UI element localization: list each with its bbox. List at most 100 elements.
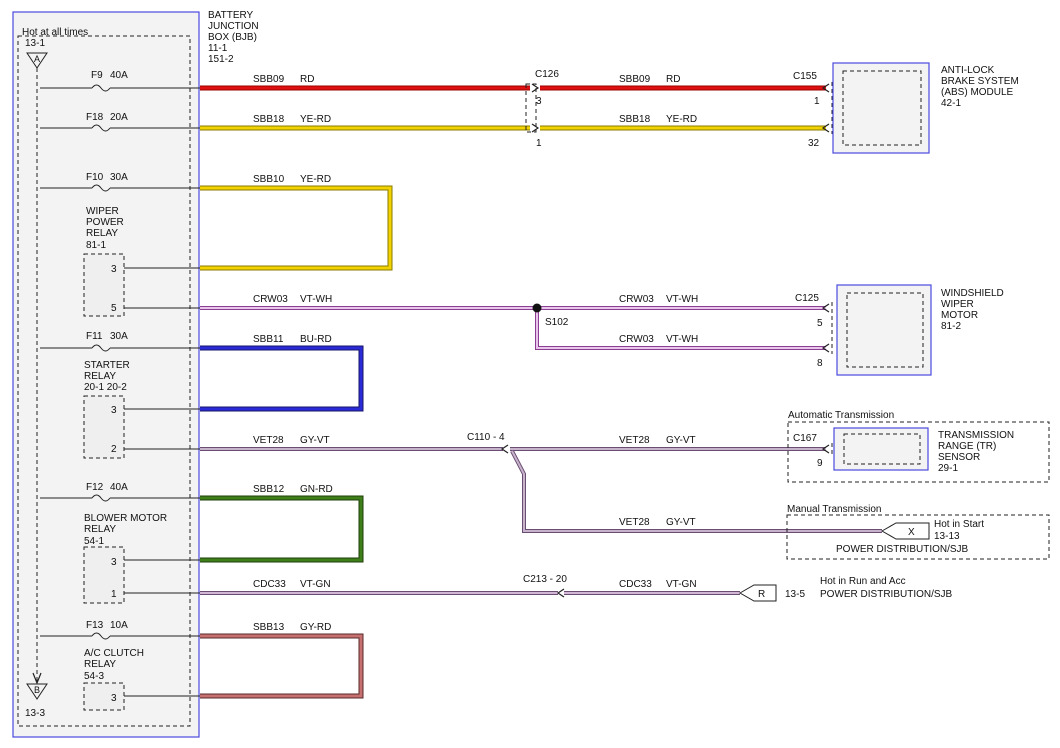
wire-sbb12-loop-core xyxy=(200,496,363,562)
wire-sbb10-loop-core xyxy=(200,186,392,270)
svg-text:29-1: 29-1 xyxy=(938,463,958,474)
fuse-f11-amps: 30A xyxy=(110,331,128,342)
svg-text:Manual Transmission: Manual Transmission xyxy=(787,504,881,515)
component-abs-module: ANTI-LOCK BRAKE SYSTEM (ABS) MODULE 42-1 xyxy=(832,62,1019,154)
svg-text:54-3: 54-3 xyxy=(84,671,104,682)
wire-vet28-color-a: GY-VT xyxy=(300,435,330,446)
svg-text:42-1: 42-1 xyxy=(941,98,961,109)
svg-text:TRANSMISSION: TRANSMISSION xyxy=(938,430,1014,441)
fuse-f9: F9 40A xyxy=(40,70,200,92)
svg-text:WIPER: WIPER xyxy=(86,206,119,217)
component-manual-trans: Manual Transmission X Hot in Start 13-13… xyxy=(786,504,1050,560)
fuse-f9-amps: 40A xyxy=(110,70,128,81)
connector-c110-label: C110 - 4 xyxy=(467,432,505,443)
svg-text:Automatic Transmission: Automatic Transmission xyxy=(788,410,894,421)
splice-s102-dot xyxy=(532,303,542,313)
wire-crw03-circuit-c: CRW03 xyxy=(619,334,654,345)
wire-cdc33-circuit-b: CDC33 xyxy=(619,579,652,590)
wire-vet28-circuit-b: VET28 xyxy=(619,435,650,446)
wire-sbb11-color: BU-RD xyxy=(300,334,332,345)
fuse-f12: F12 40A xyxy=(40,482,200,502)
fuse-f11: F11 30A xyxy=(40,331,200,352)
bus-top-ref: 13-1 xyxy=(25,38,45,49)
wire-cdc33-circuit-a: CDC33 xyxy=(253,579,286,590)
bus-top-connector-icon xyxy=(26,52,48,69)
wire-sbb13-color: GY-RD xyxy=(300,622,331,633)
svg-text:2: 2 xyxy=(111,444,117,455)
wire-sbb11-loop-core xyxy=(200,346,363,411)
svg-text:R: R xyxy=(758,589,765,600)
wire-sbb11-circuit: SBB11 xyxy=(253,334,284,345)
r-connector-icon xyxy=(738,584,777,602)
bus-bottom-ref: 13-3 xyxy=(25,708,45,719)
wire-sbb12-circuit: SBB12 xyxy=(253,484,285,495)
wire-vet28-branch-core xyxy=(511,450,882,532)
svg-text:POWER: POWER xyxy=(86,217,124,228)
fuse-f18-id: F18 xyxy=(86,112,104,123)
svg-text:13-5: 13-5 xyxy=(785,589,805,600)
wire-sbb09-color-a: RD xyxy=(300,74,314,85)
svg-text:RELAY: RELAY xyxy=(86,228,118,239)
svg-text:Hot in Start: Hot in Start xyxy=(934,519,984,530)
svg-text:20-1 20-2: 20-1 20-2 xyxy=(84,382,127,393)
wire-sbb11-loop xyxy=(200,345,364,412)
connector-c125-pin-bottom: 8 xyxy=(817,358,823,369)
svg-text:WINDSHIELD: WINDSHIELD xyxy=(941,288,1004,299)
fuse-f13-amps: 10A xyxy=(110,620,128,631)
svg-text:BRAKE SYSTEM: BRAKE SYSTEM xyxy=(941,76,1019,87)
svg-text:WIPER: WIPER xyxy=(941,299,974,310)
svg-text:Hot in Run and Acc: Hot in Run and Acc xyxy=(820,576,906,587)
relay-wiper-power: WIPER POWER RELAY 81-1 3 5 xyxy=(83,206,200,317)
wire-sbb10-circuit: SBB10 xyxy=(253,174,285,185)
wire-sbb10-color: YE-RD xyxy=(300,174,331,185)
connector-c125-label: C125 xyxy=(795,293,819,304)
svg-text:(ABS) MODULE: (ABS) MODULE xyxy=(941,87,1014,98)
connector-c110: C110 - 4 xyxy=(467,432,509,454)
bjb-title-line1: BATTERY xyxy=(208,10,254,21)
wire-sbb09-circuit-b: SBB09 xyxy=(619,74,651,85)
svg-text:3: 3 xyxy=(111,405,117,416)
fuse-f13-id: F13 xyxy=(86,620,104,631)
wire-sbb12-color: GN-RD xyxy=(300,484,333,495)
wire-sbb18-color-b: YE-RD xyxy=(666,114,697,125)
relay-blower-motor: BLOWER MOTOR RELAY 54-1 3 1 xyxy=(83,513,200,604)
hot-at-all-times-label: Hot at all times xyxy=(22,27,88,38)
svg-text:RELAY: RELAY xyxy=(84,524,116,535)
connector-c126-pin-bottom: 1 xyxy=(536,138,542,149)
svg-text:RANGE (TR): RANGE (TR) xyxy=(938,441,996,452)
bjb-ref-2: 151-2 xyxy=(208,54,234,65)
wire-sbb13-loop xyxy=(200,633,364,699)
svg-text:ANTI-LOCK: ANTI-LOCK xyxy=(941,65,995,76)
fuse-f9-id: F9 xyxy=(91,70,103,81)
svg-text:3: 3 xyxy=(111,693,117,704)
connector-c126-pin-top: 3 xyxy=(536,96,542,107)
connector-c167-label: C167 xyxy=(793,433,817,444)
fuse-f10-amps: 30A xyxy=(110,172,128,183)
wire-vet28-color-b: GY-VT xyxy=(666,435,696,446)
connector-c126: C126 3 1 xyxy=(525,69,559,149)
bus-bottom-connector-icon xyxy=(26,683,48,700)
wire-sbb09-color-b: RD xyxy=(666,74,680,85)
svg-text:81-1: 81-1 xyxy=(86,240,106,251)
bus-arrow-down-icon xyxy=(32,672,42,685)
wire-sbb18-circuit-b: SBB18 xyxy=(619,114,651,125)
wire-crw03-branch-core xyxy=(536,308,826,349)
connector-c213-label: C213 - 20 xyxy=(523,574,567,585)
component-wiper-motor: WINDSHIELD WIPER MOTOR 81-2 xyxy=(836,284,1004,376)
svg-text:X: X xyxy=(908,527,915,538)
svg-text:1: 1 xyxy=(111,589,117,600)
wire-cdc33-color-a: VT-GN xyxy=(300,579,331,590)
wire-sbb09-circuit-a: SBB09 xyxy=(253,74,285,85)
component-tr-sensor: Automatic Transmission TRANSMISSION RANG… xyxy=(787,410,1050,483)
wire-crw03-color-c: VT-WH xyxy=(666,334,698,345)
relay-starter: STARTER RELAY 20-1 20-2 3 2 xyxy=(83,360,200,459)
wire-crw03-color-a: VT-WH xyxy=(300,294,332,305)
svg-text:POWER DISTRIBUTION/SJB: POWER DISTRIBUTION/SJB xyxy=(820,589,953,600)
fuse-f12-id: F12 xyxy=(86,482,104,493)
connector-c213: C213 - 20 xyxy=(523,574,567,598)
relay-ac-clutch: A/C CLUTCH RELAY 54-3 3 xyxy=(83,648,200,711)
svg-text:3: 3 xyxy=(111,557,117,568)
connector-c126-label: C126 xyxy=(535,69,559,80)
svg-text:RELAY: RELAY xyxy=(84,659,116,670)
